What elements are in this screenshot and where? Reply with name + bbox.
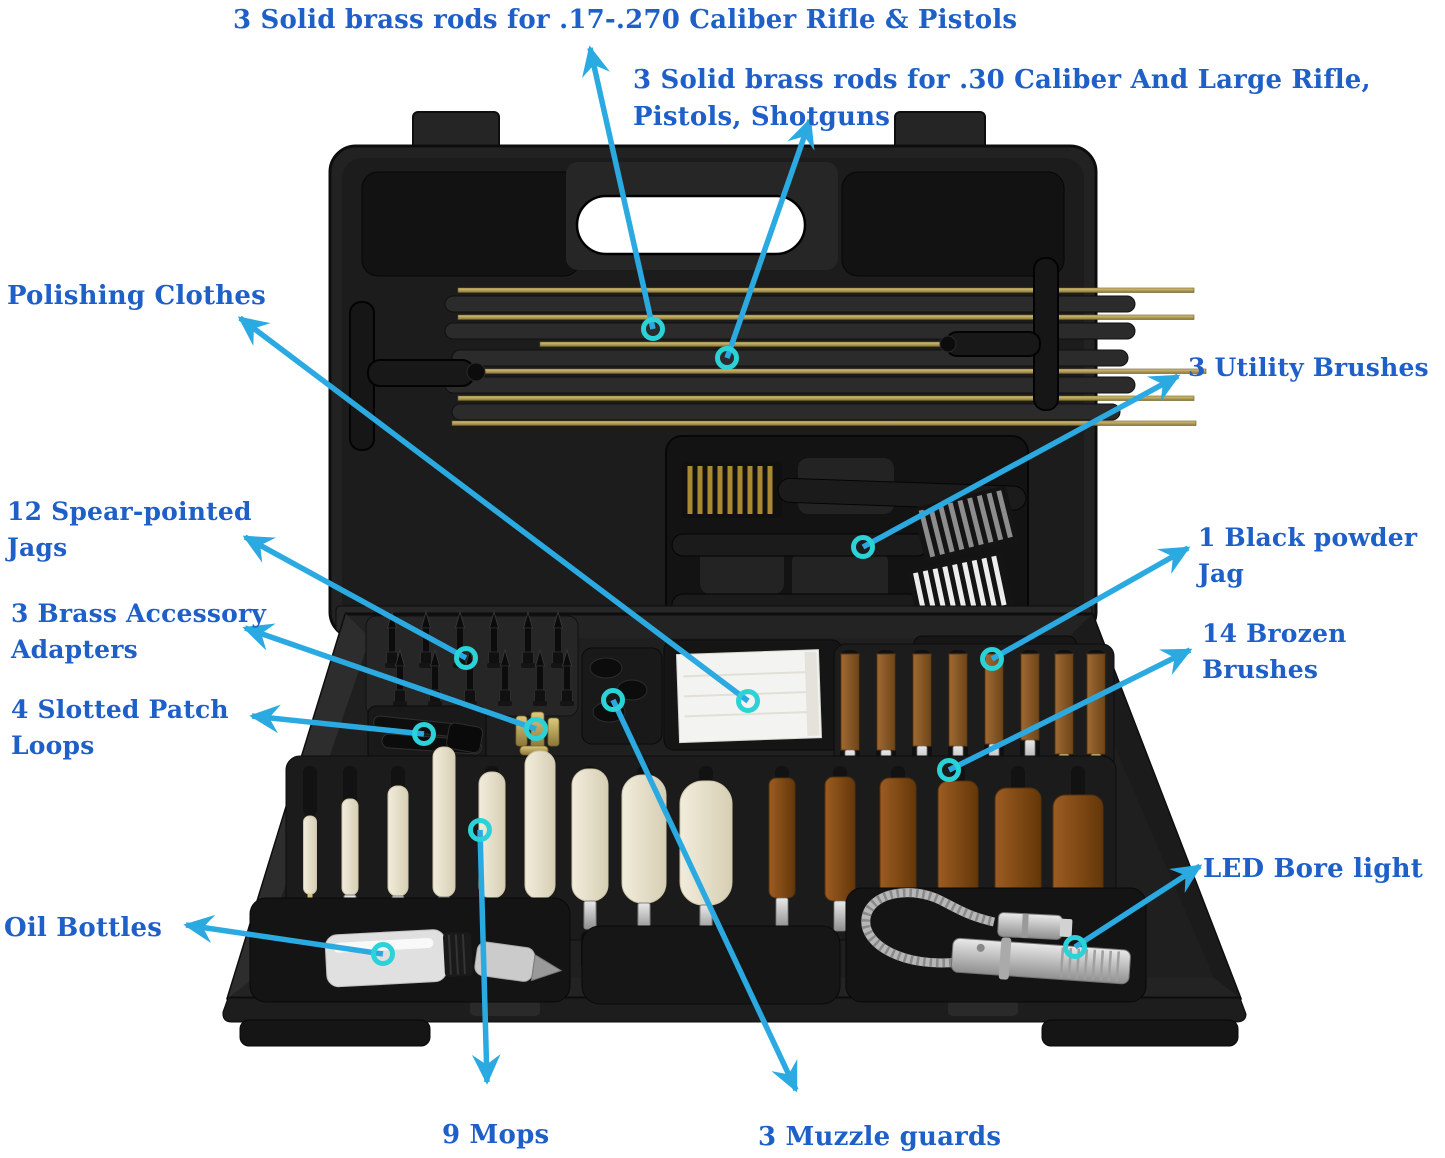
callout-oil-bottles: Oil Bottles	[4, 913, 163, 943]
arrow-patch-loops	[249, 704, 425, 737]
callout-muzzle-guards: 3 Muzzle guards	[758, 1122, 1002, 1152]
callout-mops: 9 Mops	[442, 1120, 550, 1150]
rod-holder-strips	[444, 295, 1136, 421]
callout-patch-loops: 4 Slotted Patch Loops	[11, 695, 229, 760]
arrow-brass-adapters	[242, 623, 537, 732]
bronze-brushes-row1	[833, 643, 1115, 793]
oil-bottles	[249, 897, 571, 1003]
callout-polishing-clothes: Polishing Clothes	[7, 281, 266, 311]
arrow-mops	[471, 829, 501, 1085]
slotted-patch-loops	[367, 705, 487, 763]
arrow-rods-small	[582, 45, 656, 330]
case-foot-left	[239, 1019, 431, 1047]
callout-brass-adapters: 3 Brass Accessory Adapters	[11, 599, 267, 664]
t-handle-right	[939, 257, 1059, 411]
utility-brushes-compartment	[665, 435, 1029, 631]
arrow-spear-jags	[242, 534, 468, 661]
annotation-arrows	[183, 45, 1203, 1093]
bronze-brushes-row2	[768, 776, 1104, 914]
callout-led-bore-light: LED Bore light	[1203, 854, 1423, 884]
arrow-black-powder-jag	[990, 545, 1191, 662]
case-tray	[222, 611, 1247, 1047]
annotation-target-rings	[371, 317, 1087, 966]
center-recess	[581, 925, 841, 1005]
case-foot-right	[1041, 1019, 1239, 1047]
arrow-muzzle-guards	[610, 698, 799, 1093]
arrow-rods-large	[724, 117, 815, 359]
lid-recess-left	[361, 171, 581, 277]
arrow-oil-bottles	[183, 914, 384, 957]
callout-utility-brushes: 3 Utility Brushes	[1188, 353, 1429, 382]
led-bore-light	[845, 887, 1147, 1003]
arrow-polishing-clothes	[237, 315, 750, 704]
brass-rods	[451, 287, 1207, 426]
callout-spear-jags: 12 Spear-pointed Jags	[7, 497, 252, 562]
callout-solid-brass-rods-large: 3 Solid brass rods for .30 Caliber And L…	[633, 65, 1371, 132]
case-lid	[328, 111, 1207, 640]
callout-black-powder-jag: 1 Black powder Jag	[1198, 523, 1418, 588]
arrow-led-bore-light	[1073, 863, 1203, 950]
front-tab-right	[948, 1000, 1018, 1016]
callout-brozen-brushes: 14 Brozen Brushes	[1202, 619, 1347, 684]
callout-solid-brass-rods-small: 3 Solid brass rods for .17-.270 Caliber …	[233, 5, 1018, 35]
arrow-utility-brushes	[861, 373, 1181, 550]
arrow-brozen-brushes	[947, 647, 1193, 773]
lid-recess-right	[841, 171, 1065, 277]
